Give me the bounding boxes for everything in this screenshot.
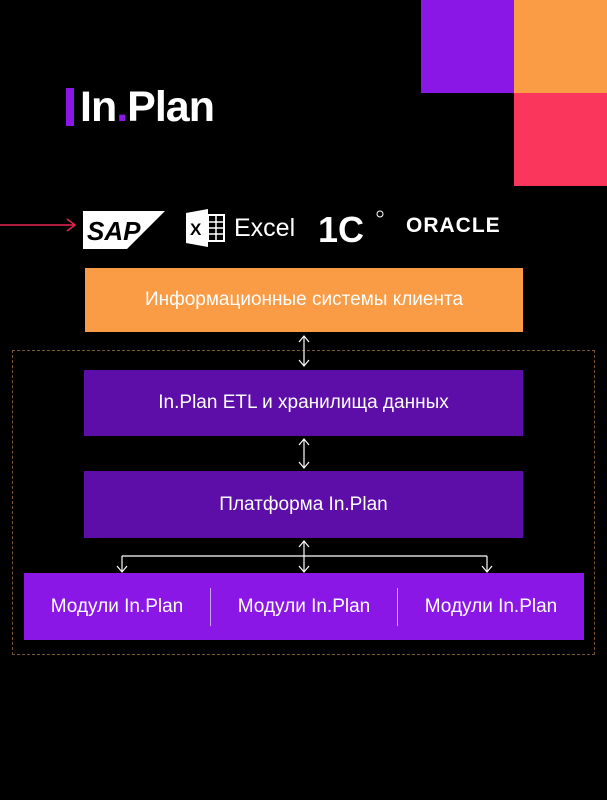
module-3: Модули In.Plan bbox=[424, 595, 558, 617]
excel-logo: X Excel bbox=[186, 209, 295, 247]
logo-text: In.Plan bbox=[80, 83, 215, 131]
onec-logo-text: 1С bbox=[318, 209, 364, 248]
client-systems-box: Информационные системы клиента bbox=[85, 268, 523, 332]
platform-label: Платформа In.Plan bbox=[219, 493, 388, 515]
module-1: Модули In.Plan bbox=[50, 595, 184, 617]
modules-bar: Модули In.Plan Модули In.Plan Модули In.… bbox=[24, 573, 584, 640]
sap-logo-text: SAP bbox=[87, 216, 141, 246]
logo-text-main: In bbox=[80, 83, 117, 131]
decor-square-orange bbox=[514, 0, 607, 93]
svg-text:X: X bbox=[190, 220, 202, 239]
module-divider bbox=[210, 587, 211, 626]
excel-label: Excel bbox=[234, 213, 296, 242]
sap-logo: SAP bbox=[83, 211, 165, 249]
platform-box: Платформа In.Plan bbox=[84, 471, 523, 538]
incoming-arrow-icon bbox=[0, 218, 77, 232]
brand-logo: In.Plan bbox=[66, 83, 215, 131]
onec-logo: 1С bbox=[318, 209, 384, 248]
decor-square-pink bbox=[514, 93, 607, 186]
client-systems-label: Информационные системы клиента bbox=[144, 289, 464, 310]
oracle-logo: ORACLE bbox=[406, 214, 501, 237]
module-2: Модули In.Plan bbox=[237, 595, 371, 617]
logo-text-dot: . bbox=[116, 83, 128, 131]
module-divider bbox=[397, 587, 398, 626]
etl-box: In.Plan ETL и хранилища данных bbox=[84, 370, 523, 436]
decor-square-purple bbox=[421, 0, 514, 93]
excel-icon: X bbox=[186, 209, 225, 247]
etl-label: In.Plan ETL и хранилища данных bbox=[158, 392, 449, 413]
logo-text-end: Plan bbox=[127, 83, 215, 131]
logo-bar-icon bbox=[66, 88, 74, 126]
